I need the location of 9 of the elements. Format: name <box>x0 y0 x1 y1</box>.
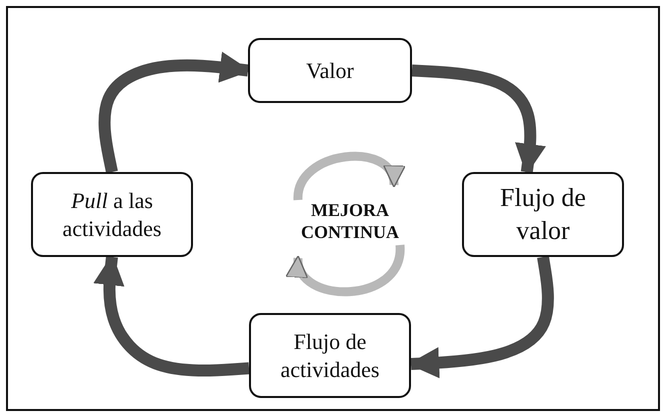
node-label: Valor <box>306 56 354 84</box>
node-label: Flujo de valor <box>499 182 587 246</box>
process-box <box>248 38 412 103</box>
node-label: Pull a las actividades <box>62 187 162 242</box>
process-box <box>31 172 193 257</box>
process-box <box>249 313 411 398</box>
node-label: Flujo de actividades <box>280 328 380 383</box>
process-box <box>462 172 624 257</box>
node-label: MEJORA CONTINUA <box>300 198 400 244</box>
